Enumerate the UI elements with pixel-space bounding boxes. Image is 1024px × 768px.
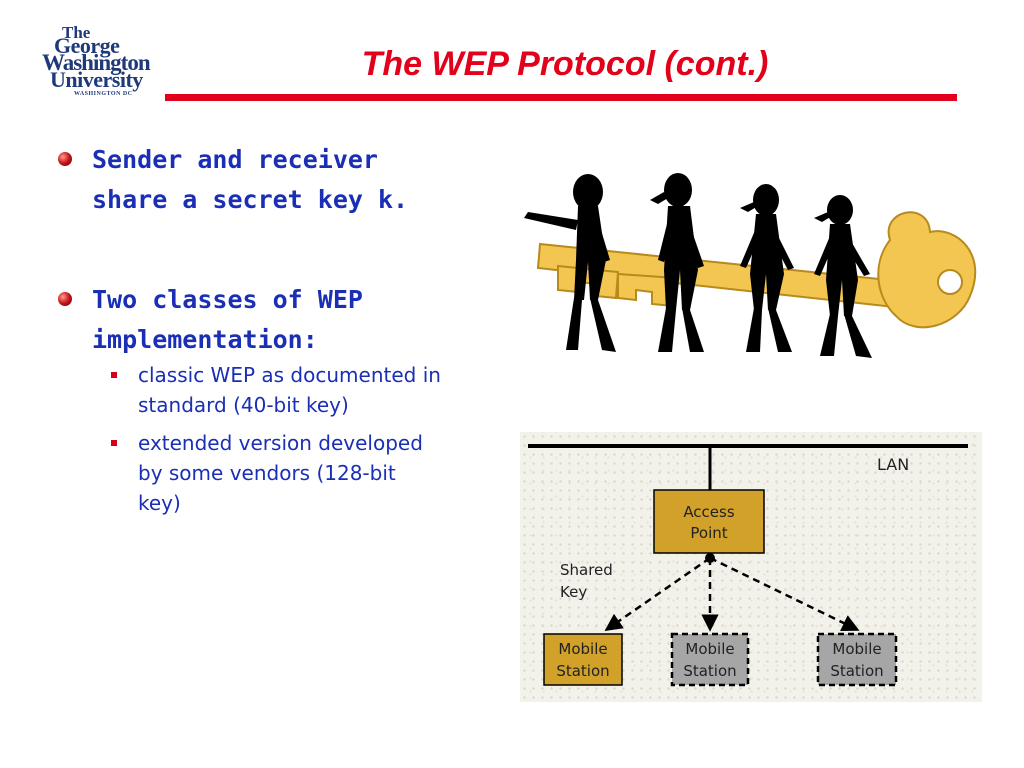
mobile-station-3-line-2: Station — [830, 662, 883, 680]
title-underline — [165, 94, 957, 101]
subbullet-2-line-1: extended version developed — [138, 431, 423, 455]
mobile-station-2-line-1: Mobile — [685, 640, 734, 658]
subbullet-2-line-2: by some vendors (128-bit — [138, 461, 396, 485]
mobile-station-2-line-2: Station — [683, 662, 736, 680]
bullet-2-line-1: Two classes of WEP — [92, 285, 363, 314]
person-figure — [524, 174, 616, 352]
lan-label: LAN — [877, 455, 909, 474]
access-point-label-line-1: Access — [683, 503, 735, 521]
logo-line-4: University — [50, 67, 143, 92]
key-hole — [937, 269, 963, 295]
network-diagram-svg: LAN Access Point Shared Key Mobile Stati… — [528, 444, 968, 687]
access-point-box — [653, 489, 765, 554]
mobile-station-3-line-1: Mobile — [832, 640, 881, 658]
bullet-icon — [58, 152, 72, 166]
subbullet-1-line-1: classic WEP as documented in — [138, 363, 441, 387]
arrow-origin-dot — [705, 553, 715, 563]
bullet-2-line-2: implementation: — [92, 325, 318, 354]
shared-key-label-line-1: Shared — [560, 561, 613, 579]
subbullet-1: classic WEP as documented in standard (4… — [58, 360, 508, 420]
shared-key-arrow — [604, 556, 711, 632]
access-point-label-line-2: Point — [690, 524, 727, 542]
logo-line-2: George — [54, 33, 120, 58]
bullet-2: Two classes of WEP implementation: — [58, 280, 508, 360]
key-bow — [877, 211, 977, 329]
mobile-station-box — [670, 632, 750, 687]
bullet-list: Sender and receiver share a secret key k… — [58, 140, 508, 518]
bullet-1-line-2: share a secret key k. — [92, 185, 409, 214]
slide-title: The WEP Protocol (cont.) — [361, 45, 769, 83]
shared-key-label-line-2: Key — [560, 583, 587, 601]
shared-key-clipart — [518, 170, 988, 370]
mobile-station-1-line-1: Mobile — [558, 640, 607, 658]
shared-key-illustration — [524, 173, 977, 358]
subbullet-2: extended version developed by some vendo… — [58, 428, 508, 518]
mobile-station-box — [543, 633, 623, 686]
person-figure — [740, 184, 794, 352]
university-logo: The George Washington University WASHING… — [40, 23, 165, 97]
shared-key-arrow — [709, 556, 860, 632]
mobile-station-1-line-2: Station — [556, 662, 609, 680]
subbullet-icon — [111, 440, 117, 446]
logo-line-3: Washington — [42, 50, 151, 75]
mobile-station-box — [816, 632, 898, 687]
bullet-1-line-1: Sender and receiver — [92, 145, 378, 174]
person-figure — [814, 195, 872, 358]
key-teeth — [557, 264, 620, 300]
subbullet-2-line-3: key) — [138, 491, 181, 515]
subbullet-1-line-2: standard (40-bit key) — [138, 393, 349, 417]
subbullet-icon — [111, 372, 117, 378]
person-figure — [650, 173, 704, 352]
wep-network-diagram: LAN Access Point Shared Key Mobile Stati… — [520, 432, 982, 702]
bullet-icon — [58, 292, 72, 306]
bullet-1: Sender and receiver share a secret key k… — [58, 140, 508, 220]
logo-line-5: WASHINGTON DC — [74, 91, 133, 97]
logo-line-1: The — [62, 23, 91, 42]
